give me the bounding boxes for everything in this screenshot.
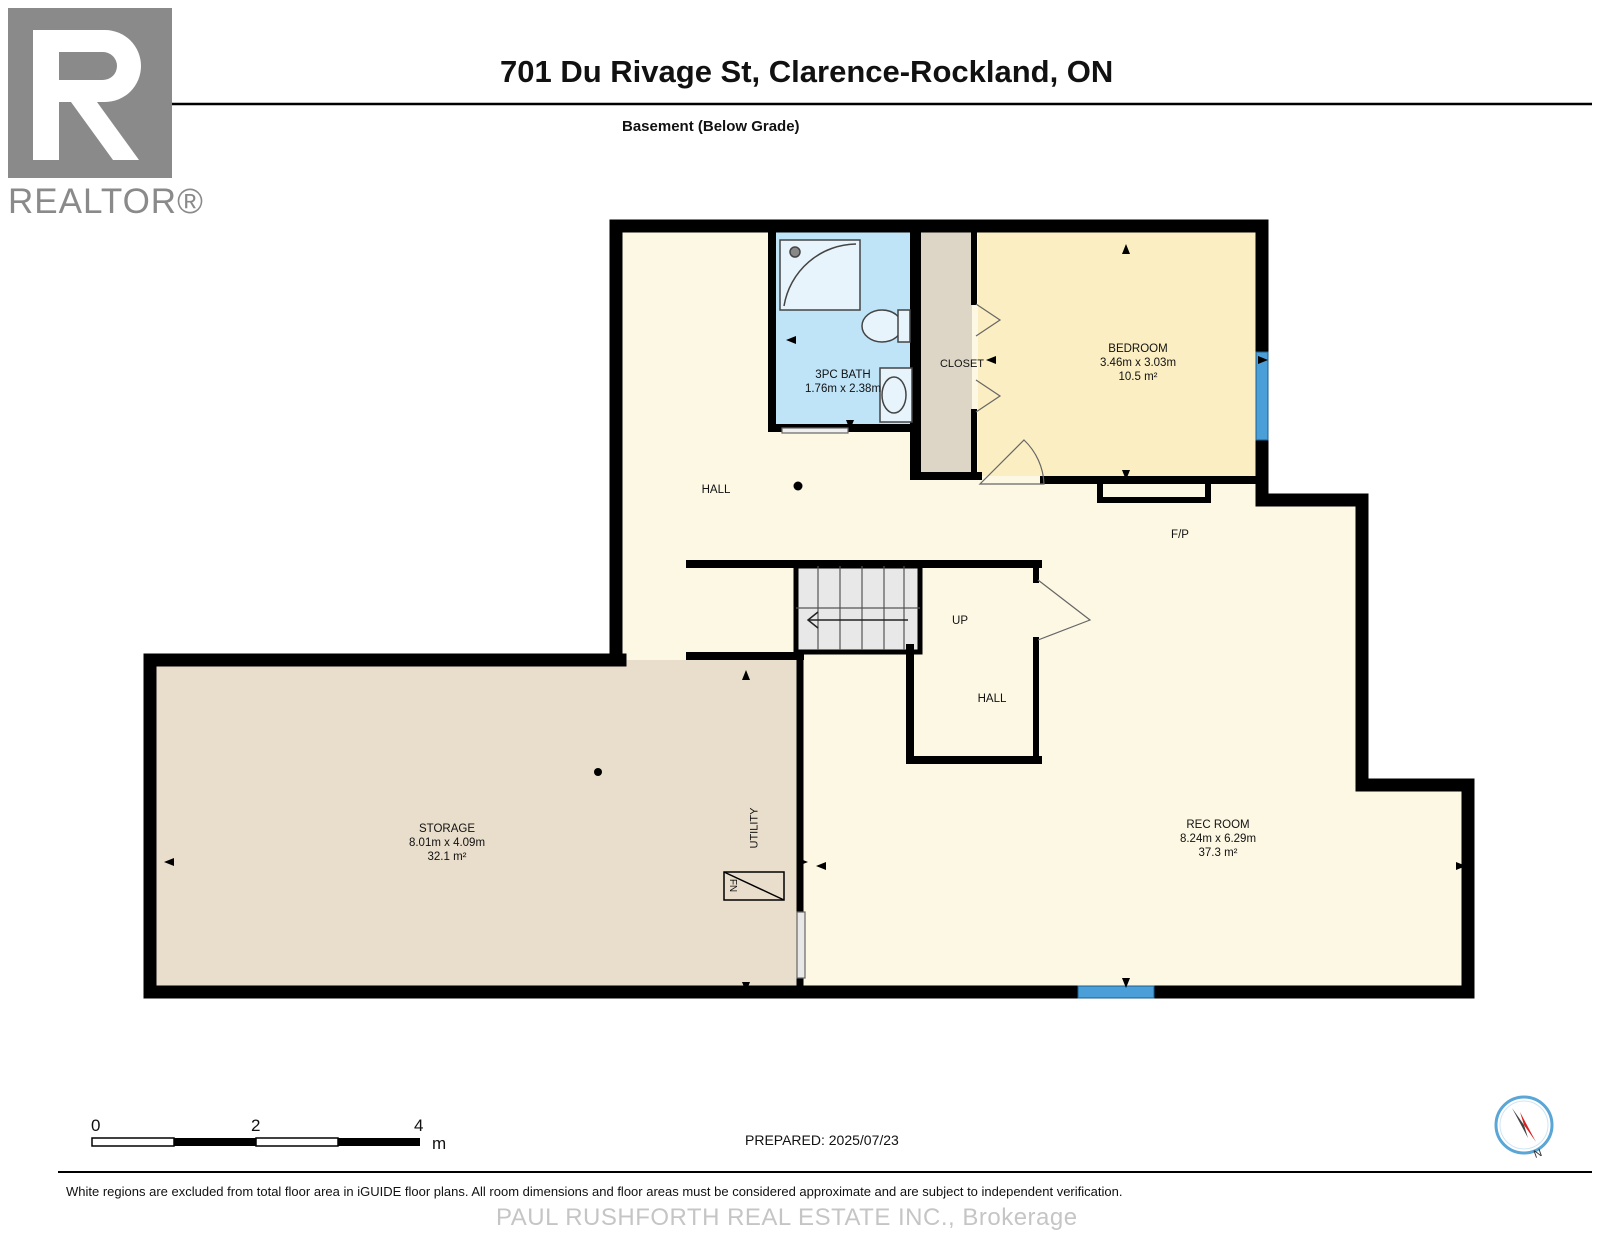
doors xyxy=(781,303,1092,979)
bedroom-label: BEDROOM 3.46m x 3.03m 10.5 m² xyxy=(1100,342,1176,384)
dimension-arrows xyxy=(164,244,1466,992)
utility-label: UTILITY xyxy=(748,807,761,849)
toilet-tank-icon xyxy=(897,309,911,343)
furnace-label: FN xyxy=(727,878,739,893)
rec-room-label: REC ROOM 8.24m x 6.29m 37.3 m² xyxy=(1180,818,1256,860)
realtor-wordmark: REALTOR® xyxy=(8,182,204,221)
storage-label: STORAGE 8.01m x 4.09m 32.1 m² xyxy=(409,822,485,864)
bedroom-area: 10.5 m² xyxy=(1118,371,1158,383)
stair-arrow-icon xyxy=(806,611,908,629)
bedroom-name: BEDROOM xyxy=(1108,343,1168,355)
scale-tick-2: 2 xyxy=(251,1116,261,1135)
storage-dims: 8.01m x 4.09m xyxy=(408,837,486,849)
post-marker xyxy=(594,768,602,776)
brokerage-watermark: PAUL RUSHFORTH REAL ESTATE INC., Brokera… xyxy=(496,1204,1078,1231)
bath-label: 3PC BATH 1.76m x 2.38m xyxy=(805,368,881,396)
bath-fixtures xyxy=(779,239,913,423)
stair-treads xyxy=(796,566,920,650)
page-title: 701 Du Rivage St, Clarence-Rockland, ON xyxy=(500,54,1114,89)
rec-room-dims: 8.24m x 6.29m xyxy=(1179,833,1257,845)
shower-icon xyxy=(779,239,861,311)
realtor-r-logo xyxy=(8,8,172,178)
fireplace-label: F/P xyxy=(1171,529,1189,541)
bath-dims: 1.76m x 2.38m xyxy=(804,383,882,395)
scale-tick-4: 4 xyxy=(414,1116,424,1135)
hall-door xyxy=(1037,579,1092,641)
north-compass-icon xyxy=(1494,1095,1554,1155)
bedroom-window xyxy=(1255,351,1269,441)
storage-door xyxy=(796,911,806,979)
hall-lower-label: HALL xyxy=(977,693,1007,705)
bath-door xyxy=(781,427,849,434)
post-marker xyxy=(793,481,803,491)
storage-name: STORAGE xyxy=(418,823,476,835)
windows xyxy=(1077,351,1269,999)
floor-subtitle: Basement (Below Grade) xyxy=(622,118,800,135)
closet-door-lower xyxy=(975,379,1002,413)
walls xyxy=(143,219,1475,999)
rec-room-area: 37.3 m² xyxy=(1198,847,1238,859)
stairs-floor xyxy=(796,566,920,652)
floor-fills xyxy=(152,228,1470,992)
bath-name: 3PC BATH xyxy=(815,369,871,381)
storage-floor xyxy=(152,660,802,992)
closet-door-upper xyxy=(975,303,1002,337)
toilet-icon xyxy=(861,309,903,343)
storage-area: 32.1 m² xyxy=(427,851,467,863)
disclaimer-text: White regions are excluded from total fl… xyxy=(66,1184,1123,1199)
bedroom-floor xyxy=(978,232,1256,476)
closet-floor xyxy=(920,232,972,476)
bedroom-door xyxy=(978,439,1045,485)
stairs-label: UP xyxy=(952,615,968,627)
closet-label: CLOSET xyxy=(939,358,985,370)
hall-upper-label: HALL xyxy=(701,484,731,496)
rec-room-name: REC ROOM xyxy=(1186,819,1250,831)
scale-tick-0: 0 xyxy=(91,1116,101,1135)
shower-drain-icon xyxy=(789,246,801,258)
rec-room-window xyxy=(1077,985,1155,999)
prepared-date: PREPARED: 2025/07/23 xyxy=(745,1132,899,1148)
scale-bar xyxy=(91,1137,420,1147)
scale-unit: m xyxy=(432,1134,447,1153)
furnace-icon xyxy=(723,871,785,901)
bedroom-dims: 3.46m x 3.03m xyxy=(1099,357,1177,369)
